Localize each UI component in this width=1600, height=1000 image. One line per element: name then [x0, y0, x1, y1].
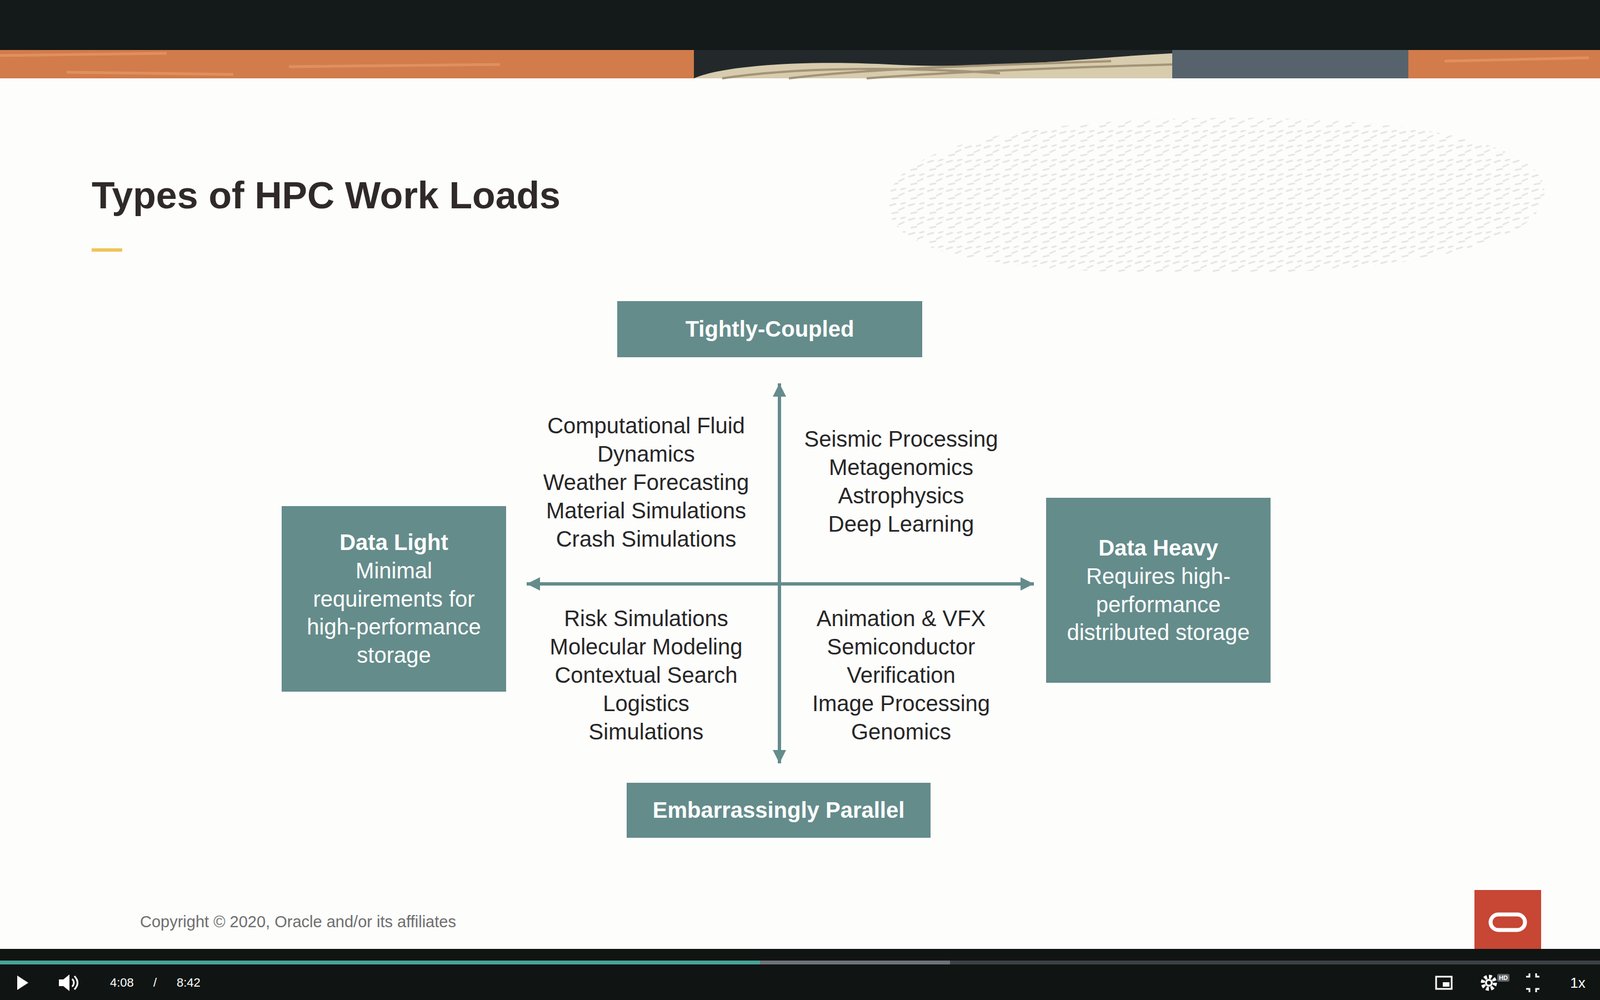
progress-buffered — [0, 960, 950, 965]
oracle-logo-mark — [1490, 914, 1525, 930]
workload-name: Metagenomics — [828, 453, 974, 482]
hd-badge: HD — [1497, 973, 1510, 982]
band-wave-lines — [722, 61, 1173, 79]
slide-title: Types of HPC Work Loads — [91, 173, 561, 217]
box-heading: Data Light — [339, 528, 449, 557]
workload-name: Contextual Search — [554, 661, 738, 690]
box-heading: Tightly-Coupled — [685, 315, 855, 344]
axis-arrow — [777, 383, 782, 764]
workload-list: Risk SimulationsMolecular ModelingContex… — [550, 604, 743, 747]
progress-track — [0, 960, 1600, 965]
top-bar — [0, 0, 1600, 50]
workload-name: Genomics — [851, 717, 952, 747]
axis-arrow — [526, 582, 1034, 586]
play-icon — [17, 975, 29, 990]
volume-waves — [72, 976, 78, 990]
workload-name: Crash Simulations — [556, 525, 737, 554]
workload-name: Weather Forecasting — [543, 468, 750, 497]
band-wave — [693, 53, 1173, 79]
player-duration: 8:42 — [176, 975, 201, 990]
oracle-logo — [1474, 890, 1542, 949]
workload-name: Deep Learning — [828, 510, 974, 539]
pip-icon — [1436, 976, 1452, 989]
header-band — [0, 50, 1600, 79]
fullscreen-exit-icon — [1526, 973, 1540, 993]
axis-label-box: Embarrassingly Parallel — [626, 782, 931, 838]
band-slate-patch — [1172, 50, 1409, 79]
box-body: Requires high-performance distributed st… — [1058, 562, 1259, 647]
workload-list: Animation & VFXSemiconductor Verificatio… — [790, 604, 1013, 747]
playback-speed: 1x — [1570, 974, 1585, 992]
workload-name: Astrophysics — [838, 481, 965, 510]
band-dark-patch — [693, 50, 1173, 79]
title-underline — [91, 248, 123, 252]
box-heading: Data Heavy — [1098, 533, 1219, 563]
gear-icon-hub — [1485, 978, 1493, 987]
player-time: 4:08 — [110, 975, 134, 990]
box-body: Minimal requirements for high-performanc… — [293, 556, 494, 670]
workload-name: Semiconductor Verification — [790, 632, 1013, 690]
workload-name: Animation & VFX — [816, 604, 987, 633]
axis-label-box: Data HeavyRequires high-performance dist… — [1046, 497, 1271, 683]
copyright-note: Copyright © 2020, Oracle and/or its affi… — [140, 912, 457, 932]
axis-label-box: Tightly-Coupled — [617, 301, 923, 358]
workload-name: Risk Simulations — [563, 604, 729, 633]
workload-name: Computational Fluid Dynamics — [529, 411, 763, 469]
workload-list: Computational Fluid DynamicsWeather Fore… — [529, 411, 763, 554]
player-bar — [0, 948, 1600, 1000]
gear-icon — [1482, 976, 1495, 989]
workload-name: Seismic Processing — [803, 425, 998, 454]
workload-name: Image Processing — [812, 689, 990, 718]
progress-played — [0, 960, 760, 965]
workload-name: Molecular Modeling — [550, 632, 743, 662]
box-heading: Embarrassingly Parallel — [652, 796, 905, 825]
pip-icon-inner — [1442, 982, 1450, 987]
workload-name: Material Simulations — [546, 496, 747, 525]
volume-icon — [58, 974, 70, 992]
player-time-separator: / — [153, 975, 157, 990]
axis-label-box: Data LightMinimal requirements for high-… — [281, 506, 507, 692]
workload-name: Logistics Simulations — [562, 689, 730, 747]
gear-icon-hole — [1487, 981, 1492, 985]
leaf-pattern — [888, 117, 1545, 274]
workload-list: Seismic ProcessingMetagenomicsAstrophysi… — [803, 425, 998, 539]
